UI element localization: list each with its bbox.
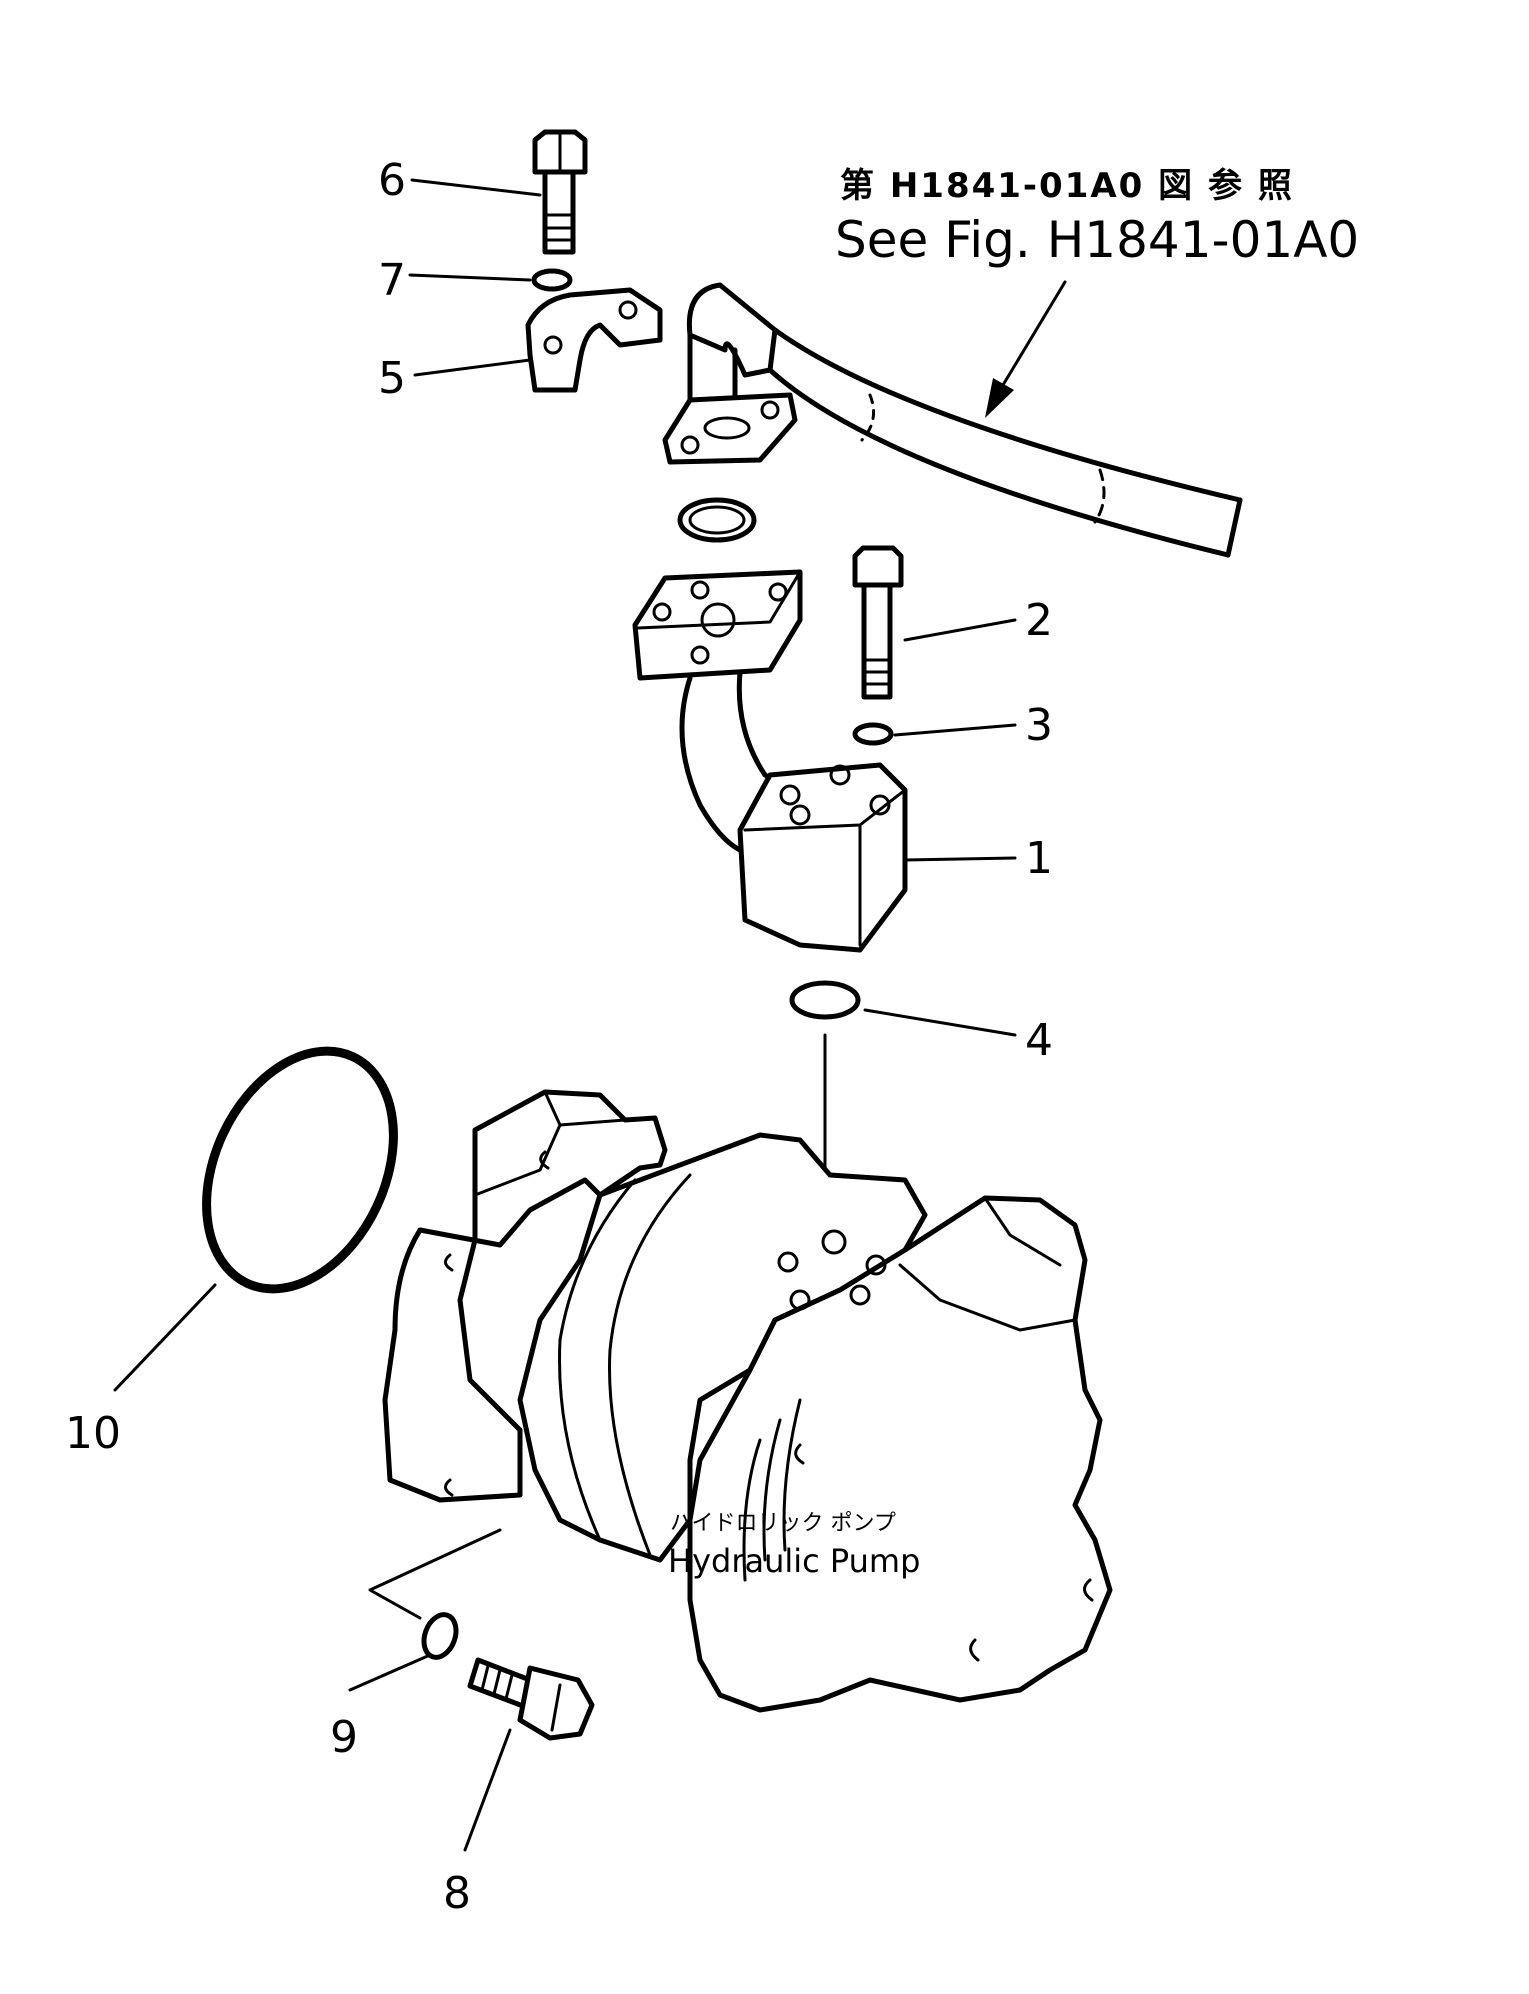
reference-arrow (985, 280, 1067, 418)
callout-7: 7 (378, 255, 406, 306)
hose (662, 282, 1243, 558)
part-8-bolt (467, 1657, 595, 1741)
callout-3: 3 (1025, 700, 1053, 751)
pump-label-en: Hydraulic Pump (668, 1542, 920, 1580)
leader-lines (113, 178, 1017, 1852)
hydraulic-pump (382, 1089, 1113, 1713)
callout-1: 1 (1025, 833, 1053, 884)
seal-ring (677, 497, 757, 543)
callout-2: 2 (1025, 595, 1053, 646)
callout-8: 8 (443, 1868, 471, 1919)
part-7-washer (531, 268, 573, 292)
reference-jp: 第 H1841-01A0 図 参 照 (840, 166, 1294, 206)
part-6-bolt (532, 129, 588, 255)
callout-10: 10 (65, 1408, 121, 1459)
pump-label-jp: ハイドロリック ポンプ (670, 1511, 896, 1536)
callout-5: 5 (378, 353, 406, 404)
part-1-pipe-block (632, 569, 908, 953)
part-2-bolt (852, 545, 904, 700)
callout-4: 4 (1025, 1015, 1053, 1066)
leader-bracket (368, 1528, 502, 1620)
reference-en: See Fig. H1841-01A0 (835, 211, 1359, 269)
part-5-split-flange (525, 287, 663, 393)
part-10-large-o-ring (202, 1046, 398, 1294)
callout-6: 6 (378, 155, 406, 206)
part-9-washer (421, 1612, 459, 1660)
part-3-washer (852, 722, 894, 746)
callout-9: 9 (330, 1712, 358, 1763)
part-4-o-ring (789, 980, 861, 1020)
